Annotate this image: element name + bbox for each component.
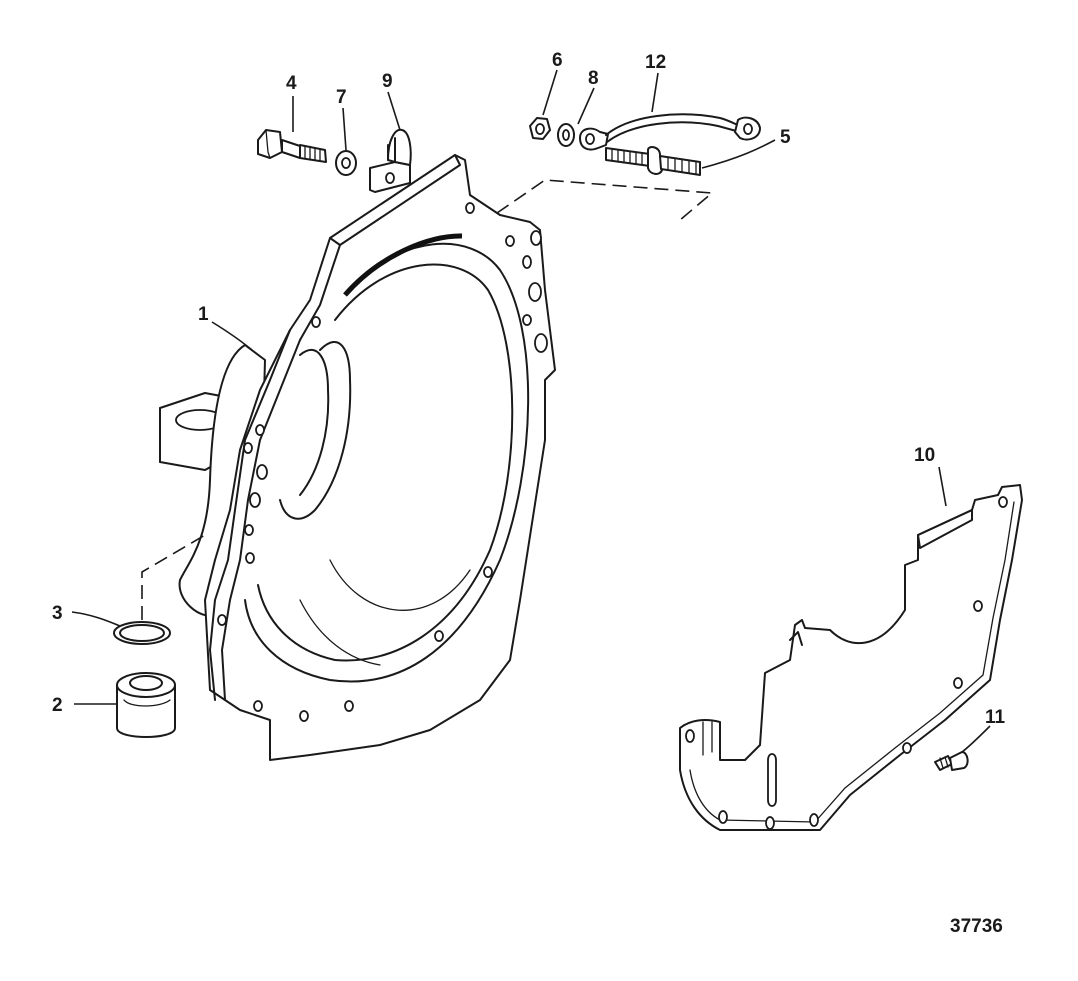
o-ring (113, 621, 171, 645)
callout-3: 3 (52, 603, 63, 624)
callout-11: 11 (985, 707, 1006, 728)
washer (557, 123, 575, 147)
callout-12: 12 (645, 52, 666, 73)
ground-strap (579, 113, 761, 151)
flywheel-cover-plate (679, 484, 1023, 831)
callout-4: 4 (286, 73, 297, 94)
callout-2: 2 (52, 695, 63, 716)
callout-6: 6 (552, 50, 563, 71)
hex-nut (529, 117, 551, 140)
callout-5: 5 (780, 127, 791, 148)
callout-9: 9 (382, 71, 393, 92)
bracket-clip (369, 128, 412, 193)
callout-7: 7 (336, 87, 347, 108)
lock-washer (335, 150, 357, 176)
figure-number: 37736 (950, 916, 1003, 937)
callout-10: 10 (914, 445, 935, 466)
alignment-dashed-line-stud (496, 179, 715, 221)
leader-lines (71, 69, 991, 753)
alignment-dashed-line-bushing (141, 534, 206, 620)
callout-8: 8 (588, 68, 599, 89)
stud (605, 146, 701, 176)
flywheel-housing (159, 154, 556, 761)
callout-1: 1 (198, 304, 209, 325)
cap-screw (934, 751, 969, 771)
bushing (116, 672, 176, 738)
hex-bolt (257, 129, 327, 163)
